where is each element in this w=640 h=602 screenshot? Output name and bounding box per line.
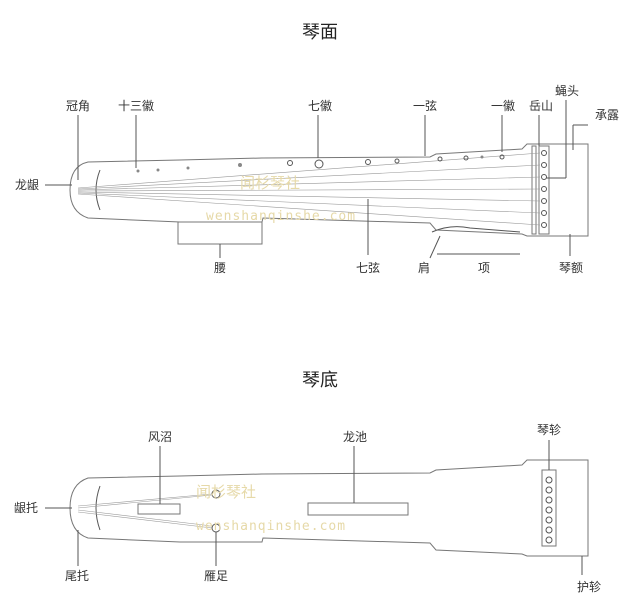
label-guanjiao: 冠角: [66, 99, 90, 113]
label-xiang: 项: [478, 261, 490, 275]
top-title: 琴面: [302, 22, 338, 43]
watermark-cn-bottom: 闻杉琴社: [196, 483, 256, 501]
bottom-leader-lines: [45, 440, 583, 575]
watermark-url: wenshanqinshe.com: [206, 209, 356, 224]
label-yanzu: 雁足: [204, 569, 228, 583]
label-jian: 肩: [418, 260, 430, 275]
top-leader-lines: [45, 100, 588, 259]
bottom-title: 琴底: [302, 370, 338, 391]
bottom-qin-body: [69, 459, 589, 557]
label-qixian: 七弦: [356, 260, 380, 275]
label-huzhen: 护轸: [577, 580, 601, 594]
label-fengzhao: 风沼: [148, 430, 172, 444]
label-yingtou: 蝇头: [555, 84, 579, 98]
label-shisanhui: 十三徽: [118, 98, 154, 113]
label-longchi: 龙池: [343, 430, 367, 444]
label-yihui: 一徽: [491, 98, 515, 113]
label-weituo: 尾托: [65, 569, 89, 583]
label-yintuo: 龈托: [14, 501, 38, 515]
label-qihui: 七徽: [308, 98, 332, 113]
label-chenglu: 承露: [595, 108, 619, 122]
label-qine: 琴额: [559, 261, 583, 275]
label-qinzhen: 琴轸: [537, 423, 561, 437]
label-longyin: 龙龈: [15, 178, 39, 192]
top-qin-body: [69, 143, 589, 245]
watermark-cn: 闻杉琴社: [240, 174, 300, 192]
watermark-url-bottom: wenshanqinshe.com: [196, 519, 346, 534]
label-yao: 腰: [214, 261, 226, 275]
label-yixian: 一弦: [413, 98, 437, 113]
label-yueshan: 岳山: [529, 99, 553, 113]
